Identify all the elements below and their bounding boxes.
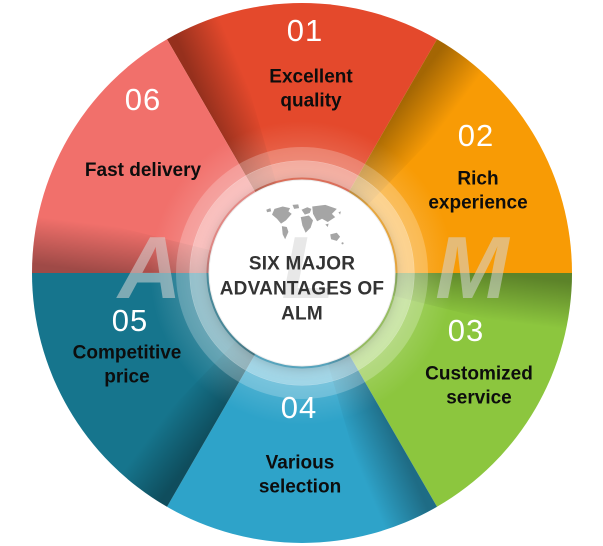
segment-number-05: 05	[111, 303, 149, 338]
halo-ring-outer	[176, 147, 428, 399]
segment-label-various-selection: Various selection	[258, 452, 342, 497]
segment-number-03: 03	[447, 313, 485, 348]
segment-label-customized-service: Customized service	[425, 363, 533, 408]
segment-number-02: 02	[457, 118, 495, 153]
segment-label-fast-delivery: Fast delivery	[84, 160, 202, 182]
center-circle	[208, 179, 396, 367]
delivery-truck-icon	[0, 0, 21, 15]
segment-label-rich-experience: Rich experience	[428, 168, 528, 213]
halo-ring-inner	[189, 160, 415, 386]
segment-number-06: 06	[124, 82, 162, 117]
segment-label-competitive-price: Competitive price	[72, 342, 182, 387]
segment-number-04: 04	[280, 390, 318, 425]
segment-number-01: 01	[286, 13, 324, 48]
segment-label-excellent-quality: Excellent quality	[269, 66, 353, 111]
world-map-icon	[266, 204, 344, 245]
center-title: SIX MAJOR ADVANTAGES OF ALM	[219, 253, 385, 325]
